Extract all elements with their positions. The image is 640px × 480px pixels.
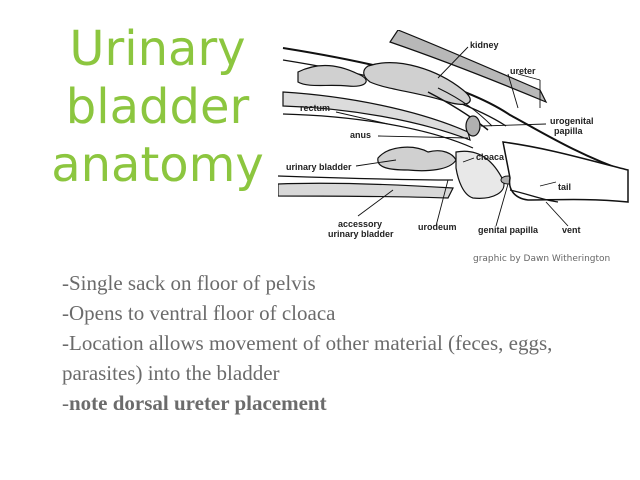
- graphic-credit: graphic by Dawn Witherington: [473, 254, 611, 264]
- label-genital-papilla: genital papilla: [478, 225, 539, 235]
- bullet-item: -Location allows movement of other mater…: [62, 331, 553, 385]
- label-kidney: kidney: [470, 40, 499, 50]
- rectum: [282, 91, 471, 141]
- ureter-second: [437, 87, 493, 127]
- label-accessory-2: urinary bladder: [328, 229, 394, 239]
- label-tail: tail: [558, 182, 571, 192]
- ureter: [427, 91, 489, 131]
- bullet-list: -Single sack on floor of pelvis -Opens t…: [62, 268, 622, 418]
- rectum-outline: [282, 113, 474, 149]
- label-anus: anus: [350, 130, 371, 140]
- label-vent: vent: [562, 225, 581, 235]
- bullet-bold-text: note dorsal ureter placement: [69, 391, 327, 415]
- bullet-prefix: -: [62, 391, 69, 415]
- label-urinary-bladder: urinary bladder: [286, 162, 352, 172]
- ventral-wall: [278, 175, 454, 181]
- urinary-bladder: [377, 146, 457, 172]
- label-rectum: rectum: [300, 103, 330, 113]
- label-urogenital-papilla-1: urogenital: [550, 116, 594, 126]
- tail: [502, 141, 629, 203]
- dorsal-band: [389, 30, 548, 104]
- kidney-lower: [363, 62, 471, 105]
- label-ureter: ureter: [510, 66, 536, 76]
- kidney-upper: [297, 64, 367, 87]
- title-line-1: Urinary: [69, 21, 246, 77]
- cloaca: [455, 150, 505, 199]
- accessory-urinary-bladder: [278, 182, 454, 199]
- slide-title: Urinary bladder anatomy: [50, 20, 265, 194]
- title-line-3: anatomy: [51, 137, 264, 193]
- bullet-item: -Single sack on floor of pelvis: [62, 271, 316, 295]
- dorsal-body-wall: [282, 47, 629, 173]
- label-cloaca: cloaca: [476, 152, 505, 162]
- leader-lines: [335, 46, 569, 227]
- anatomy-diagram: kidney ureter rectum urogenital papilla …: [278, 30, 629, 239]
- bullet-item-emphasis: -note dorsal ureter placement: [62, 388, 622, 418]
- urogenital-papilla: [465, 115, 481, 137]
- bullet-item: -Opens to ventral floor of cloaca: [62, 301, 336, 325]
- vent-line: [509, 189, 559, 203]
- title-line-2: bladder: [65, 79, 250, 135]
- label-urogenital-papilla-2: papilla: [554, 126, 584, 136]
- label-urodeum: urodeum: [418, 222, 457, 232]
- label-accessory-1: accessory: [338, 219, 382, 229]
